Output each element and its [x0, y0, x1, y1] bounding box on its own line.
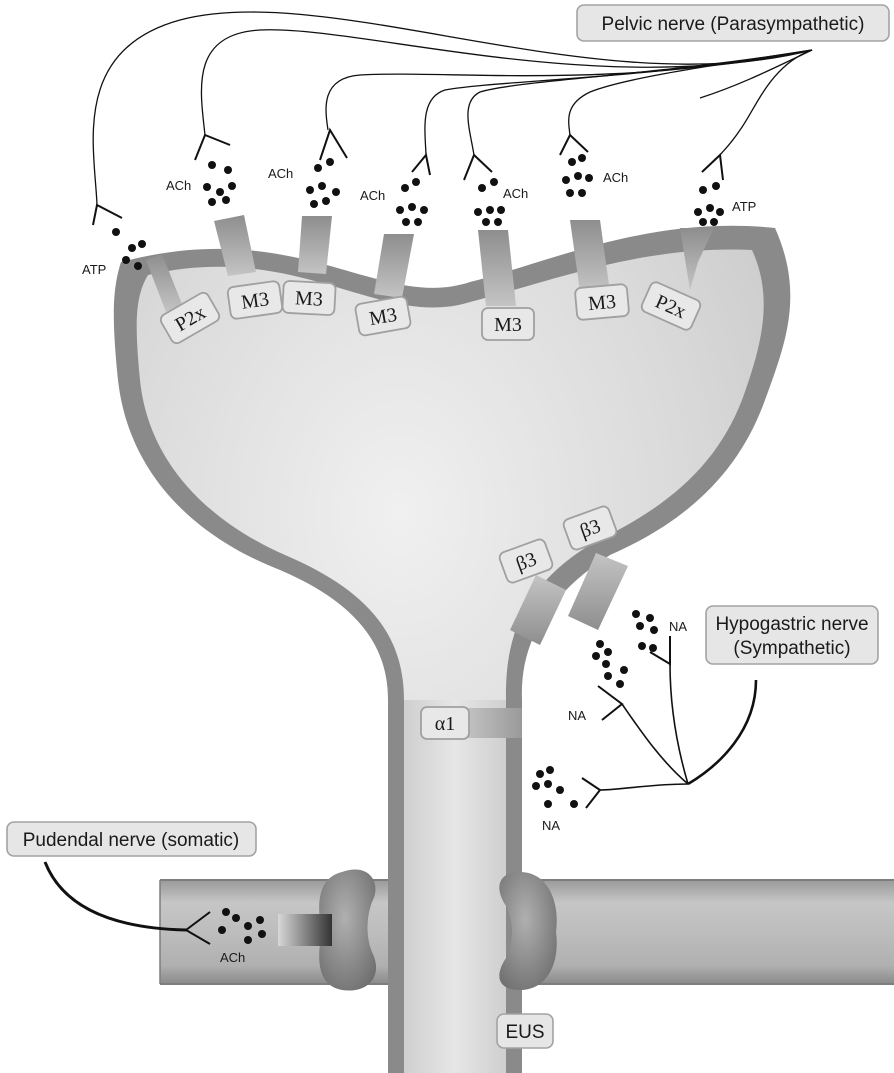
- receptor-m3-1: M3: [227, 281, 283, 320]
- receptor-m3-2: M3: [282, 281, 336, 316]
- svg-text:M3: M3: [240, 288, 271, 314]
- svg-text:M3: M3: [587, 291, 617, 315]
- hypogastric-transmitter-labels: NA NA NA: [542, 619, 687, 833]
- pelvic-nerve-label: Pelvic nerve (Parasympathetic): [577, 5, 889, 41]
- svg-text:M3: M3: [494, 314, 522, 336]
- svg-text:Pudendal nerve (somatic): Pudendal nerve (somatic): [23, 830, 240, 851]
- svg-text:(Sympathetic): (Sympathetic): [733, 638, 850, 659]
- svg-text:α1: α1: [435, 713, 455, 735]
- svg-text:NA: NA: [568, 708, 586, 723]
- pudendal-nerve-label: Pudendal nerve (somatic): [7, 822, 256, 856]
- eus-label: EUS: [497, 1014, 553, 1048]
- svg-text:NA: NA: [542, 818, 560, 833]
- pudendal-transmitter-label: ACh: [220, 950, 245, 965]
- hypogastric-vesicles: [532, 610, 658, 808]
- svg-text:Pelvic nerve (Parasympathetic): Pelvic nerve (Parasympathetic): [602, 14, 865, 35]
- svg-text:M3: M3: [294, 287, 323, 310]
- svg-text:ACh: ACh: [166, 178, 191, 193]
- hypogastric-nerve-label: Hypogastric nerve (Sympathetic): [706, 606, 878, 664]
- svg-text:NA: NA: [669, 619, 687, 634]
- svg-text:ATP: ATP: [732, 199, 756, 214]
- svg-text:EUS: EUS: [505, 1022, 544, 1043]
- receptor-m3-4: M3: [482, 308, 534, 340]
- svg-text:ACh: ACh: [603, 170, 628, 185]
- receptor-alpha1: α1: [421, 707, 469, 739]
- svg-text:ACh: ACh: [360, 188, 385, 203]
- svg-text:Hypogastric nerve: Hypogastric nerve: [715, 614, 868, 635]
- urethra-lumen: [404, 700, 506, 1073]
- receptor-m3-5: M3: [575, 284, 630, 320]
- svg-text:ATP: ATP: [82, 262, 106, 277]
- svg-text:ACh: ACh: [268, 166, 293, 181]
- svg-text:ACh: ACh: [503, 186, 528, 201]
